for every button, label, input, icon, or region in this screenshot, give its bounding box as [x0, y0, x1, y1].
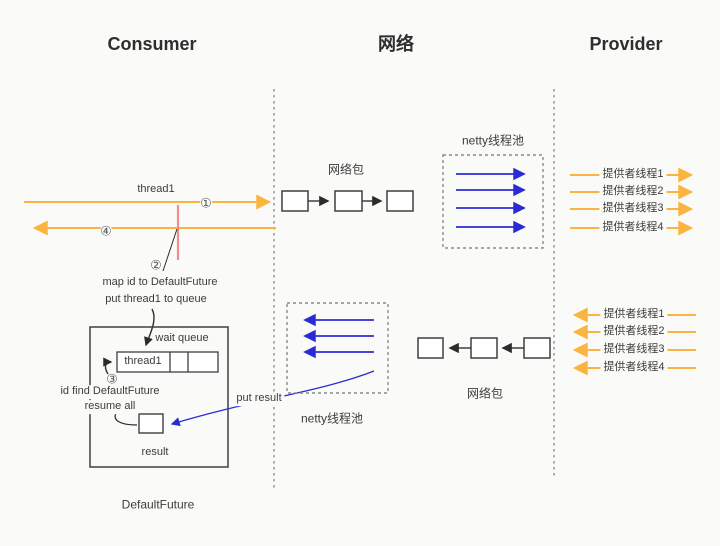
find-future-text-line2: resume all [81, 400, 139, 414]
packet-box [470, 337, 498, 359]
thread1-label: thread1 [137, 183, 175, 196]
provider-request-thread-1: 提供者线程1 [599, 168, 667, 182]
put-result-label: put result [233, 392, 285, 406]
step2-badge: ② [150, 257, 162, 273]
header-consumer: Consumer [107, 33, 197, 54]
packet-box [386, 190, 414, 212]
step1-badge: ① [200, 195, 212, 211]
netty-pool-label-top: netty线程池 [461, 133, 525, 148]
packet-label-bottom: 网络包 [466, 386, 504, 401]
packet-box [334, 190, 363, 212]
map-id-text-line1: map id to DefaultFuture [99, 276, 221, 290]
resume-to-result-line [114, 412, 138, 426]
packet-box [523, 337, 551, 359]
wait-queue-box [116, 351, 219, 373]
step4-badge: ④ [100, 223, 112, 239]
netty-pool-box-top [442, 154, 544, 249]
provider-response-thread-2: 提供者线程2 [600, 325, 668, 339]
step3-find-arrow [103, 357, 113, 375]
result-label: result [141, 446, 169, 459]
header-network: 网络 [378, 33, 414, 54]
step2-pointer-line [162, 228, 178, 272]
provider-response-thread-4: 提供者线程4 [600, 361, 668, 375]
wait-queue-label: wait queue [155, 332, 209, 345]
provider-response-thread-3: 提供者线程3 [600, 343, 668, 357]
packet-box [281, 190, 309, 212]
provider-response-thread-1: 提供者线程1 [600, 308, 668, 322]
queue-cell-thread1: thread1 [124, 355, 162, 368]
packet-box [417, 337, 444, 359]
netty-pool-label-bottom: netty线程池 [300, 411, 364, 426]
packet-label-top: 网络包 [327, 162, 365, 177]
map-id-text-line2: put thread1 to queue [102, 293, 210, 307]
provider-request-thread-2: 提供者线程2 [599, 185, 667, 199]
result-box [138, 413, 164, 434]
defaultfuture-label: DefaultFuture [121, 497, 195, 512]
header-provider: Provider [589, 33, 663, 54]
find-future-text-line1: id find DefaultFuture [57, 385, 163, 399]
netty-pool-box-bottom [286, 302, 389, 394]
step3-badge: ③ [106, 371, 118, 387]
provider-request-thread-3: 提供者线程3 [599, 202, 667, 216]
provider-request-thread-4: 提供者线程4 [599, 221, 667, 235]
